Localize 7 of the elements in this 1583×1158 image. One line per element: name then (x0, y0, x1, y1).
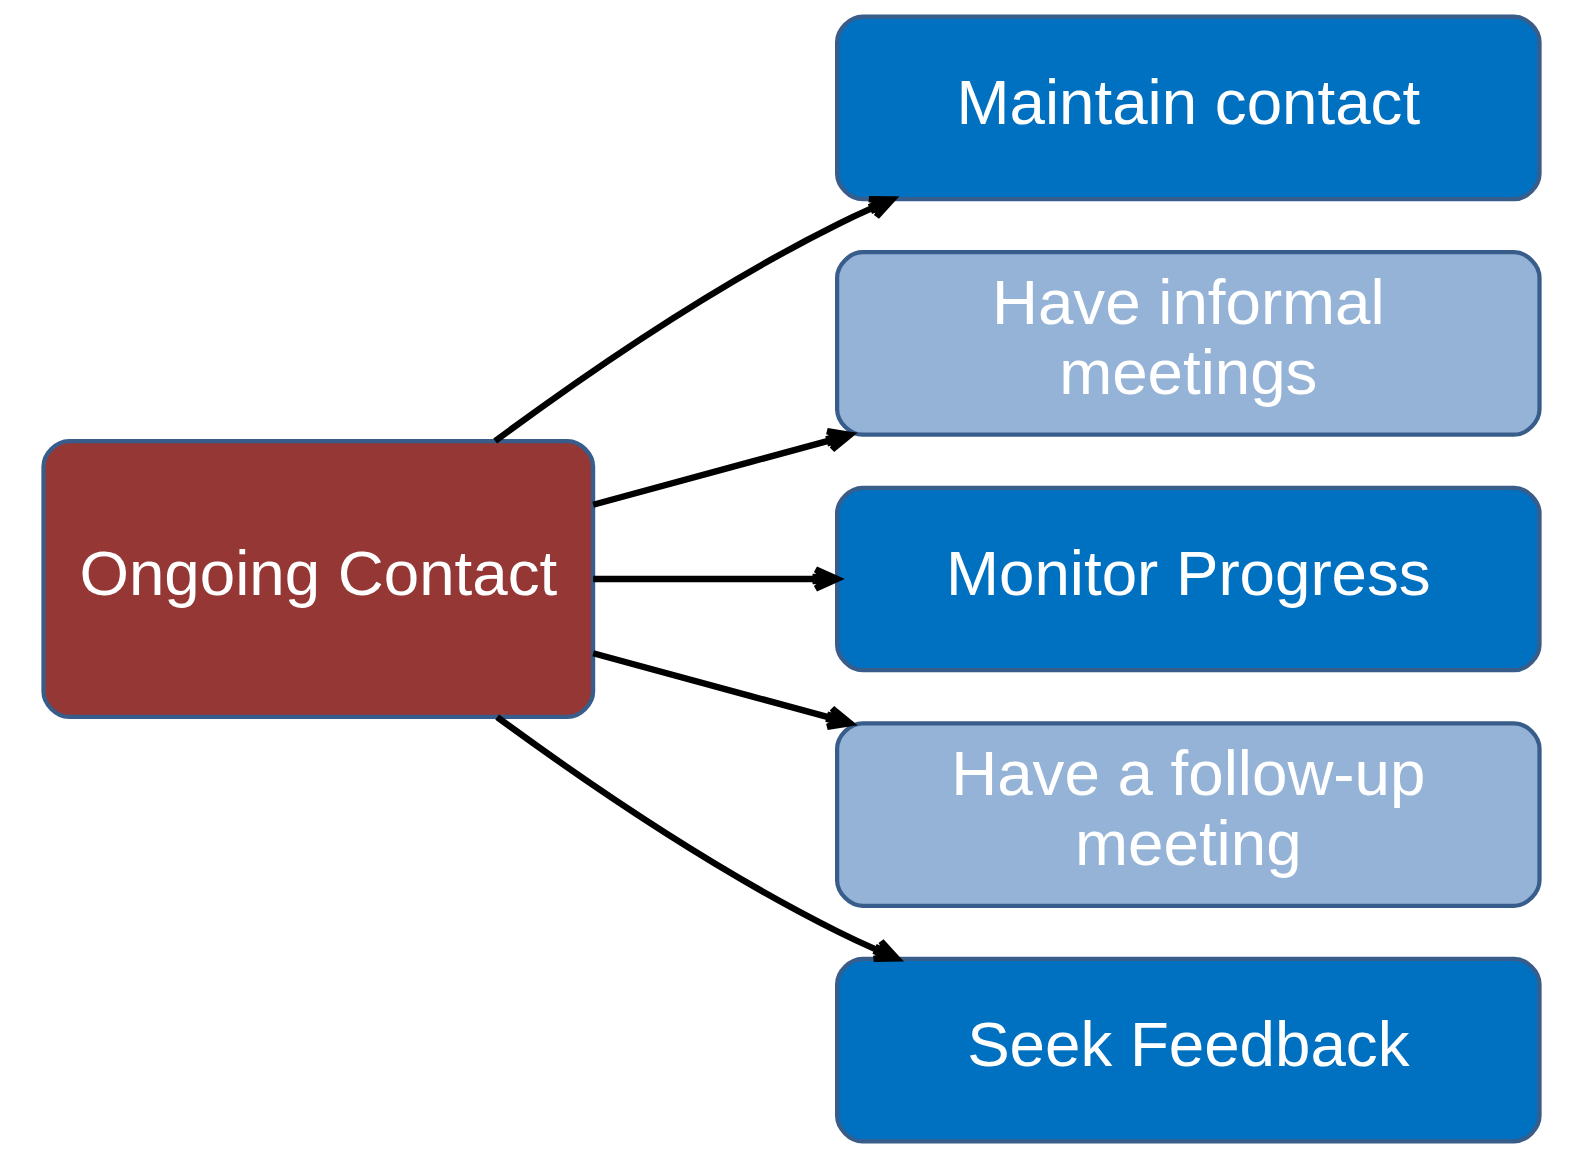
node-box: Ongoing Contact (41, 438, 596, 720)
node-box: Have informal meetings (835, 250, 1542, 437)
node-box: Monitor Progress (835, 485, 1542, 673)
node-box: Seek Feedback (835, 956, 1542, 1144)
node-box: Have a follow-up meeting (835, 721, 1542, 908)
node-box: Maintain contact (835, 14, 1542, 202)
arrow (495, 714, 901, 963)
